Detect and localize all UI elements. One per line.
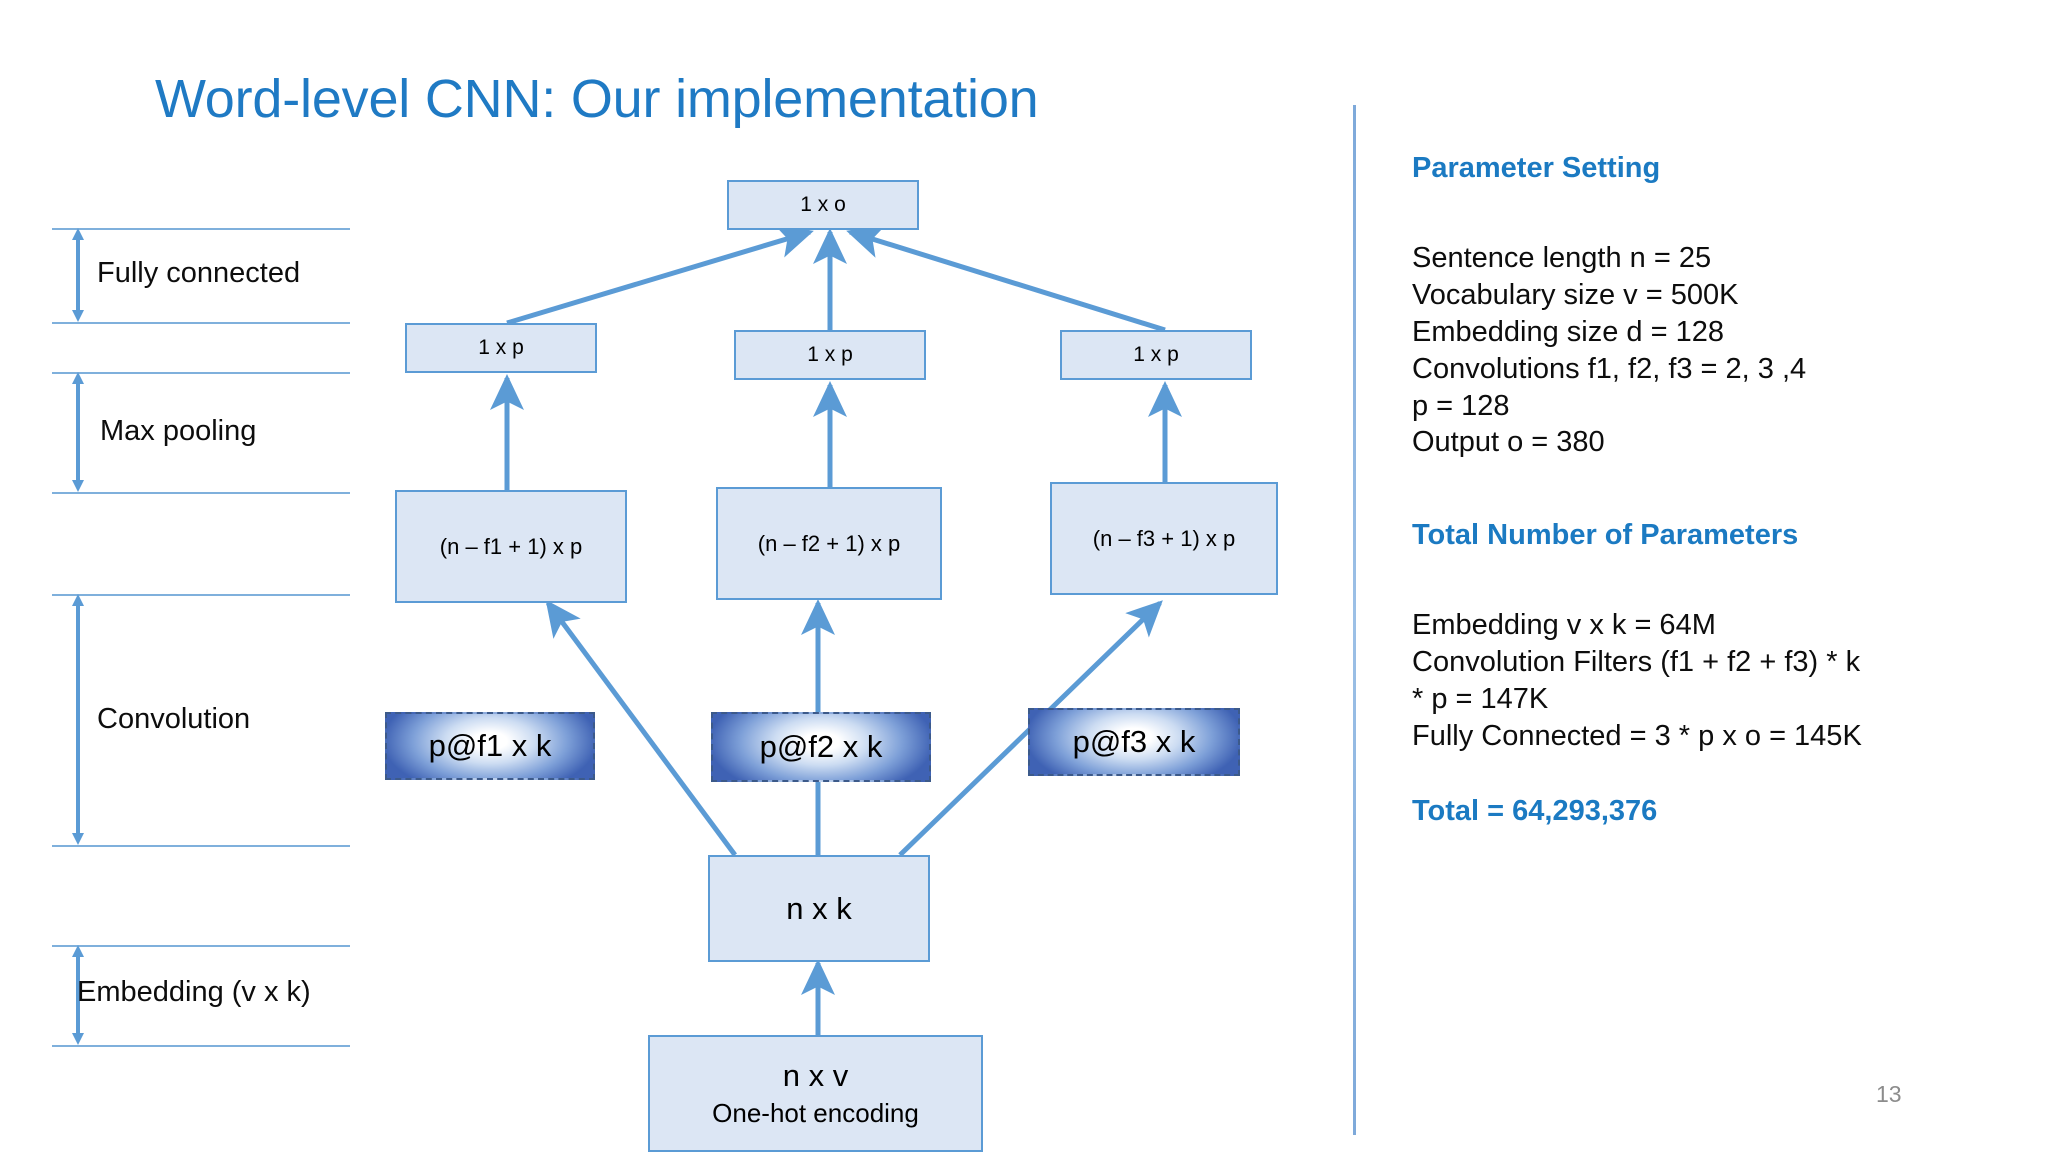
total-parameters-line: * p = 147K [1412,683,1549,716]
total-parameters-line: Fully Connected = 3 * p x o = 145K [1412,719,1862,752]
double-arrow-icon [72,594,84,845]
bracket-rule-bottom [52,322,350,324]
filter-node-3-label: p@f3 x k [1072,724,1196,759]
filter-node-1-label: p@f1 x k [428,728,552,763]
vertical-divider [1353,105,1356,1135]
bracket-fully-connected: Fully connected [52,0,362,1152]
filter-node-2[interactable]: p@f2 x k [711,712,931,782]
parameter-setting-list: Sentence length n = 25 Vocabulary size v… [1412,240,2022,461]
bracket-rule-top [52,594,350,596]
bracket-label-fully-connected: Fully connected [97,257,301,289]
bracket-embedding: Embedding (v x k) [52,0,362,1152]
filter-node-2-label: p@f2 x k [759,729,883,764]
bracket-max-pooling: Max pooling [52,0,362,1152]
node-conv-3-label: (n – f3 + 1) x p [1092,525,1236,551]
node-conv-1[interactable]: (n – f1 + 1) x p [395,490,627,603]
node-pooling-3-label: 1 x p [1133,343,1179,366]
right-panel: Parameter Setting Sentence length n = 25… [1412,150,2022,828]
node-embedding-label: n x k [786,890,852,926]
double-arrow-icon [72,228,84,322]
parameter-line: p = 128 [1412,389,1510,422]
node-conv-2-label: (n – f2 + 1) x p [757,530,901,556]
node-output-label: 1 x o [800,193,846,216]
bracket-rule-bottom [52,492,350,494]
bracket-label-embedding: Embedding (v x k) [77,976,311,1008]
node-conv-2[interactable]: (n – f2 + 1) x p [716,487,942,600]
node-input-label-line2: One-hot encoding [712,1098,919,1128]
total-parameters-value: Total = 64,293,376 [1412,794,1658,827]
bracket-rule-top [52,372,350,374]
bracket-label-convolution: Convolution [97,703,251,735]
bracket-rule-top [52,945,350,947]
double-arrow-icon [72,945,84,1045]
page-number: 13 [1876,1081,1902,1107]
filter-node-3[interactable]: p@f3 x k [1028,708,1240,776]
node-pooling-1-label: 1 x p [478,336,524,359]
double-arrow-icon [72,372,84,492]
page-title: Word-level CNN: Our implementation [155,69,1039,129]
bracket-label-max-pooling: Max pooling [100,415,257,447]
node-output[interactable]: 1 x o [727,180,919,230]
parameter-setting-heading: Parameter Setting [1412,152,1661,184]
bracket-rule-bottom [52,1045,350,1047]
node-conv-1-label: (n – f1 + 1) x p [439,533,583,559]
parameter-line: Embedding size d = 128 [1412,315,1724,348]
bracket-convolution: Convolution [52,0,362,1152]
node-pooling-1[interactable]: 1 x p [405,323,597,373]
parameter-line: Convolutions f1, f2, f3 = 2, 3 ,4 [1412,352,1807,385]
parameter-line: Output o = 380 [1412,426,1605,459]
bracket-rule-bottom [52,845,350,847]
node-pooling-2[interactable]: 1 x p [734,330,926,380]
node-pooling-2-label: 1 x p [807,343,853,366]
parameter-line: Vocabulary size v = 500K [1412,279,1739,312]
parameter-line: Sentence length n = 25 [1412,242,1712,275]
total-parameters-heading: Total Number of Parameters [1412,519,1799,552]
node-input[interactable]: n x v One-hot encoding [648,1035,983,1152]
total-parameters-list: Embedding v x k = 64M Convolution Filter… [1412,607,2022,754]
total-parameters-line: Embedding v x k = 64M [1412,609,1716,642]
node-pooling-3[interactable]: 1 x p [1060,330,1252,380]
total-parameters-line: Convolution Filters (f1 + f2 + f3) * k [1412,646,1861,679]
filter-node-1[interactable]: p@f1 x k [385,712,595,780]
bracket-rule-top [52,228,350,230]
node-embedding[interactable]: n x k [708,855,930,962]
node-input-label-line1: n x v [782,1058,849,1093]
node-conv-3[interactable]: (n – f3 + 1) x p [1050,482,1278,595]
